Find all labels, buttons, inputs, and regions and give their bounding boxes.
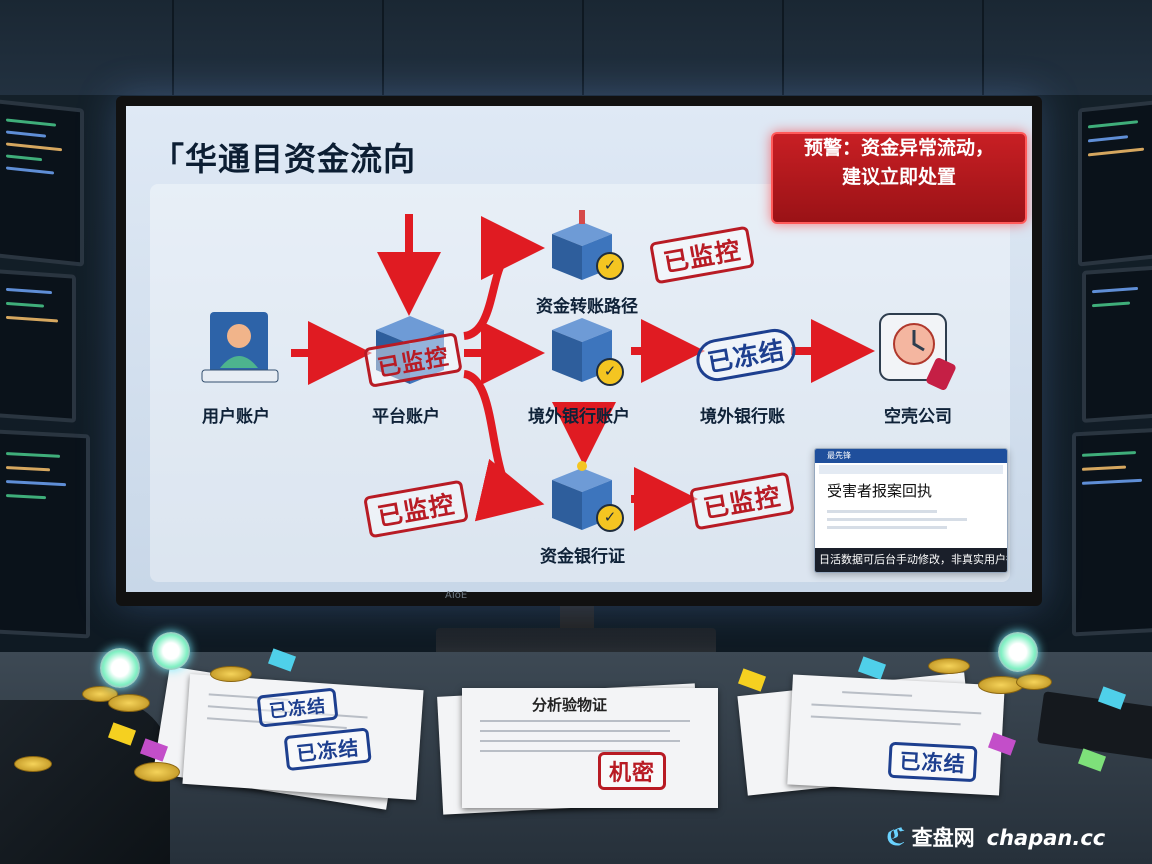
ceiling-tile-divider bbox=[980, 0, 984, 95]
node-label-transfer-path: 资金转账路径 bbox=[536, 297, 638, 317]
code-line bbox=[6, 166, 54, 175]
paper-text-line bbox=[811, 703, 982, 715]
mini-window-footer: 日活数据可后台手动修改，非真实用户行为 bbox=[815, 548, 1007, 572]
side-monitor-left-bottom bbox=[0, 429, 90, 639]
code-line bbox=[6, 480, 66, 487]
paper-document-left[interactable]: 已冻结 已冻结 bbox=[182, 673, 424, 801]
gold-coin bbox=[82, 686, 118, 702]
monitor-neck bbox=[560, 606, 594, 630]
code-line bbox=[6, 301, 44, 308]
code-line bbox=[1092, 301, 1130, 308]
server-cube-icon bbox=[376, 316, 444, 384]
user-account-icon bbox=[201, 312, 279, 383]
monitor-screen: 「华通目资金流向 预警：资金异常流动， 建议立即处置 bbox=[126, 106, 1032, 592]
check-badge-icon: ✓ bbox=[596, 358, 624, 386]
paper-center-title: 分析验物证 bbox=[532, 696, 608, 714]
mini-window-text-line bbox=[827, 510, 937, 513]
side-monitor-left-middle bbox=[0, 269, 76, 423]
paper-text-line bbox=[480, 740, 680, 742]
code-line bbox=[6, 494, 46, 500]
victim-report-window[interactable]: 最先锋 受害者报案回执 日活数据可后台手动修改，非真实用户行为 bbox=[814, 448, 1008, 573]
paper-text-line bbox=[810, 715, 961, 726]
paper-stamp-confidential: 机密 bbox=[598, 752, 667, 790]
code-line bbox=[6, 118, 56, 127]
code-line bbox=[6, 466, 50, 472]
paper-text-line bbox=[480, 750, 650, 752]
code-line bbox=[6, 130, 46, 138]
alert-banner[interactable]: 预警：资金异常流动， 建议立即处置 bbox=[771, 132, 1027, 224]
code-line bbox=[1082, 465, 1126, 471]
mini-window-text-line bbox=[827, 526, 947, 529]
side-monitor-right-top bbox=[1078, 99, 1152, 267]
check-badge-icon: ✓ bbox=[596, 252, 624, 280]
chair bbox=[0, 700, 170, 864]
main-monitor: 「华通目资金流向 预警：资金异常流动， 建议立即处置 bbox=[116, 96, 1042, 606]
paper-document-right[interactable]: 已冻结 bbox=[787, 674, 1005, 796]
arrow-platform-to-bankcert bbox=[462, 370, 545, 522]
gold-coin bbox=[928, 658, 970, 674]
gold-coin bbox=[1016, 674, 1052, 690]
page-title: 「华通目资金流向 bbox=[152, 140, 417, 178]
code-line bbox=[1082, 451, 1136, 457]
gold-coin bbox=[210, 666, 252, 682]
gold-coin bbox=[134, 762, 180, 782]
node-label-shell-company: 空壳公司 bbox=[884, 407, 952, 427]
code-line bbox=[6, 315, 58, 323]
code-line bbox=[1082, 478, 1142, 485]
check-badge-icon: ✓ bbox=[596, 504, 624, 532]
gold-coin bbox=[14, 756, 52, 772]
code-line bbox=[1088, 135, 1128, 143]
paper-text-line bbox=[480, 720, 690, 722]
ceiling bbox=[0, 0, 1152, 95]
mini-window-text-line bbox=[827, 518, 967, 521]
ceiling-tile-divider bbox=[780, 0, 784, 95]
mini-window-tab[interactable] bbox=[819, 465, 1003, 474]
arrow-platform-to-transfer bbox=[462, 216, 545, 340]
code-line bbox=[6, 452, 60, 458]
side-monitor-right-bottom bbox=[1072, 427, 1152, 637]
side-monitor-right-middle bbox=[1082, 265, 1152, 423]
server-box-icon bbox=[552, 318, 612, 382]
watermark-site-name: 查盘网 bbox=[911, 826, 975, 850]
shell-company-clock-icon bbox=[879, 313, 956, 391]
ceiling-tile-divider bbox=[170, 0, 174, 95]
ceiling-tile-divider bbox=[580, 0, 584, 95]
mini-window-titlebar[interactable]: 最先锋 bbox=[815, 449, 1007, 463]
watermark-site-url: chapan.cc bbox=[986, 826, 1106, 850]
glowing-token-icon bbox=[100, 648, 140, 688]
node-label-overseas-bank-account: 境外银行账户 bbox=[528, 407, 630, 427]
code-line bbox=[6, 287, 52, 295]
gold-coin bbox=[108, 694, 150, 712]
mini-window-heading: 受害者报案回执 bbox=[827, 482, 933, 500]
paper-stamp-frozen-2: 已冻结 bbox=[283, 727, 372, 772]
node-label-fund-bank-cert: 资金银行证 bbox=[540, 547, 625, 567]
side-monitor-left-top bbox=[0, 99, 84, 267]
paper-text-line bbox=[842, 691, 913, 697]
paper-stamp-frozen-1: 已冻结 bbox=[256, 687, 339, 728]
code-line bbox=[6, 142, 62, 152]
paper-document-center[interactable]: 分析验物证 机密 bbox=[462, 688, 718, 808]
glowing-token-icon bbox=[998, 632, 1038, 672]
paper-stamp-frozen-right: 已冻结 bbox=[887, 741, 978, 783]
alert-text-line2: 建议立即处置 bbox=[841, 166, 956, 188]
glowing-token-icon bbox=[152, 632, 190, 670]
flow-arrows bbox=[291, 214, 875, 531]
mini-window-app-name: 最先锋 bbox=[827, 451, 851, 460]
alert-text-line1: 预警：资金异常流动， bbox=[803, 137, 994, 159]
node-label-user-account: 用户账户 bbox=[202, 407, 270, 427]
site-logo-icon: ℭ bbox=[886, 823, 906, 851]
node-label-platform-account: 平台账户 bbox=[372, 407, 440, 427]
code-line bbox=[1092, 286, 1138, 294]
paper-text-line bbox=[480, 730, 670, 732]
node-label-overseas-bank: 境外银行账 bbox=[700, 407, 785, 427]
monitor-brand-label: AIoE bbox=[445, 590, 468, 601]
code-line bbox=[6, 154, 42, 162]
ceiling-tile-divider bbox=[380, 0, 384, 95]
code-line bbox=[1088, 120, 1138, 129]
code-line bbox=[1088, 147, 1144, 157]
